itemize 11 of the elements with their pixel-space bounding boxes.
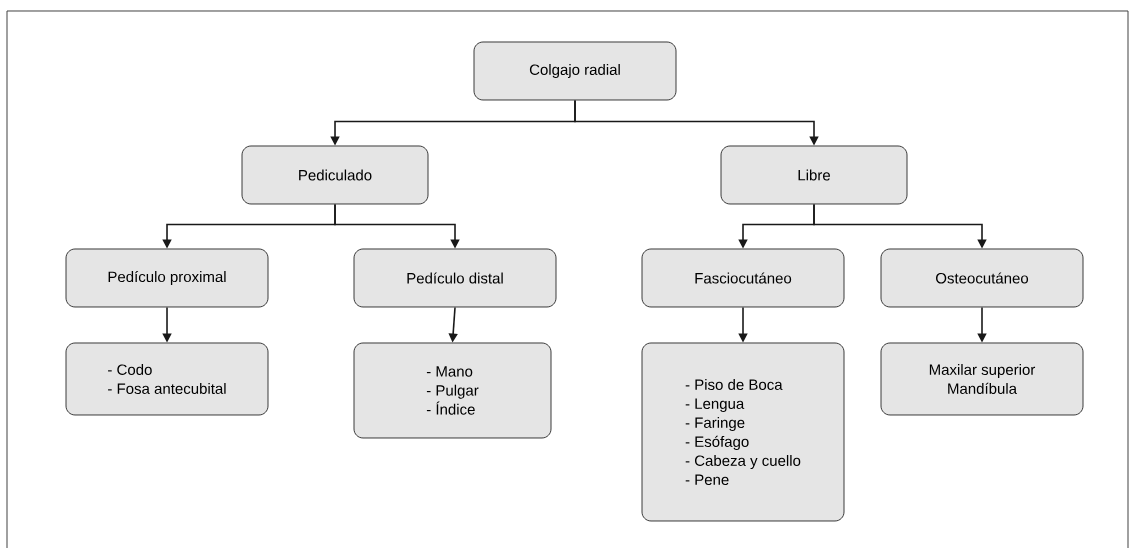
category-box: Fasciocutáneo [641,248,845,308]
category-box: Pedículo proximal [65,248,269,308]
list-box: Maxilar superior Mandíbula [880,342,1084,416]
list-box: - Codo - Fosa antecubital [65,342,269,416]
category-box: Pedículo distal [353,248,557,308]
list-box: - Mano - Pulgar - Índice [353,342,552,439]
category-box: Pediculado [241,145,429,205]
list-box: - Piso de Boca - Lengua - Faringe - Esófago - Cabeza y cuello - Pene [641,342,845,522]
category-box: Libre [720,145,908,205]
category-box: Colgajo radial [473,41,677,101]
category-box: Osteocutáneo [880,248,1084,308]
